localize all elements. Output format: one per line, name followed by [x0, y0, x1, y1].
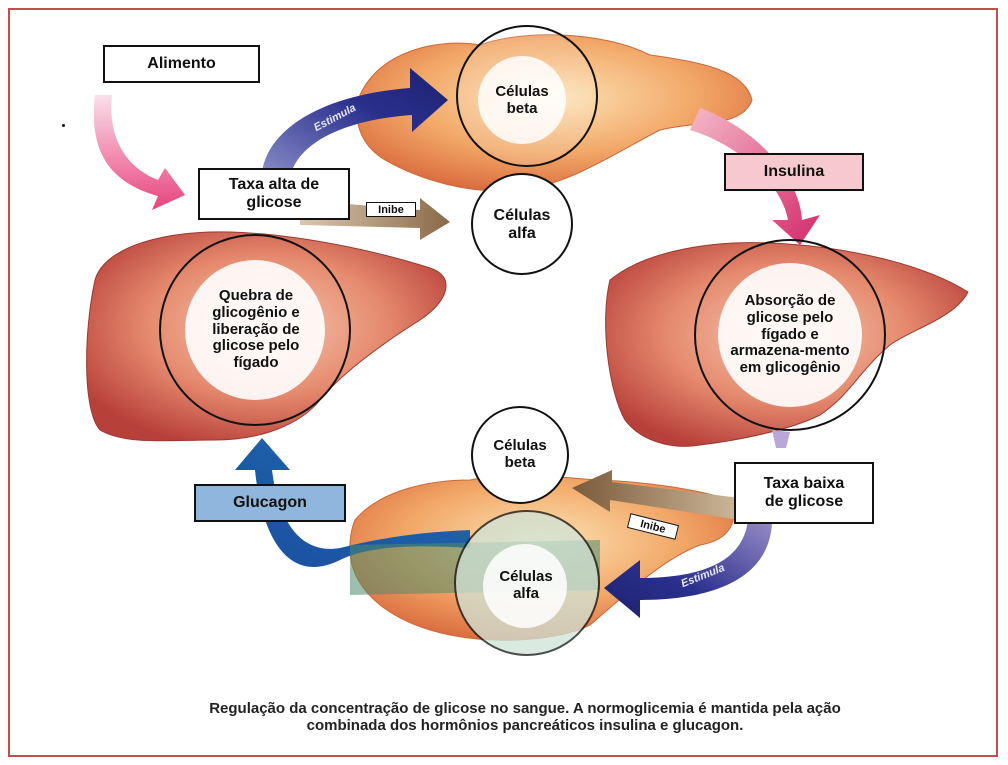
taxa-alta-box: Taxa alta de glicose — [198, 168, 350, 220]
stray-dot — [62, 124, 65, 127]
caption-line-1: Regulação da concentração de glicose no … — [60, 700, 990, 717]
glucagon-label: Glucagon — [233, 494, 307, 512]
alimento-box: Alimento — [103, 45, 260, 83]
taxa-baixa-box: Taxa baixa de glicose — [734, 462, 874, 524]
alfa-bottom-label: Células alfa — [491, 569, 561, 603]
lavender-drip — [772, 430, 790, 448]
beta-top-text: Células beta — [477, 80, 567, 122]
beta-bottom-label: Células beta — [485, 438, 555, 472]
liver-left-label: Quebra de glicogênio e liberação de glic… — [195, 288, 317, 372]
caption-line-2: combinada dos hormônios pancreáticos ins… — [60, 717, 990, 734]
taxa-alta-label: Taxa alta de glicose — [219, 176, 329, 211]
alfa-top-text: Células alfa — [474, 203, 570, 247]
insulina-label: Insulina — [764, 163, 824, 181]
beta-bottom-text: Células beta — [474, 434, 566, 476]
liver-right-label: Absorção de glicose pelo fígado e armaze… — [730, 293, 850, 377]
beta-top-label: Células beta — [487, 84, 557, 118]
taxa-baixa-label: Taxa baixa de glicose — [754, 475, 854, 510]
figure-caption: Regulação da concentração de glicose no … — [60, 700, 990, 735]
alfa-bottom-text: Células alfa — [478, 565, 574, 607]
inibe-top-tag: Inibe — [366, 202, 416, 217]
insulina-box: Insulina — [724, 153, 864, 191]
inibe-top-label: Inibe — [378, 204, 404, 216]
glucagon-box: Glucagon — [194, 484, 346, 522]
liver-right-text: Absorção de glicose pelo fígado e armaze… — [728, 280, 852, 390]
alfa-top-label: Células alfa — [487, 207, 557, 243]
liver-left-text: Quebra de glicogênio e liberação de glic… — [195, 285, 317, 375]
alimento-label: Alimento — [147, 55, 215, 73]
alimento-arrow — [94, 95, 185, 210]
